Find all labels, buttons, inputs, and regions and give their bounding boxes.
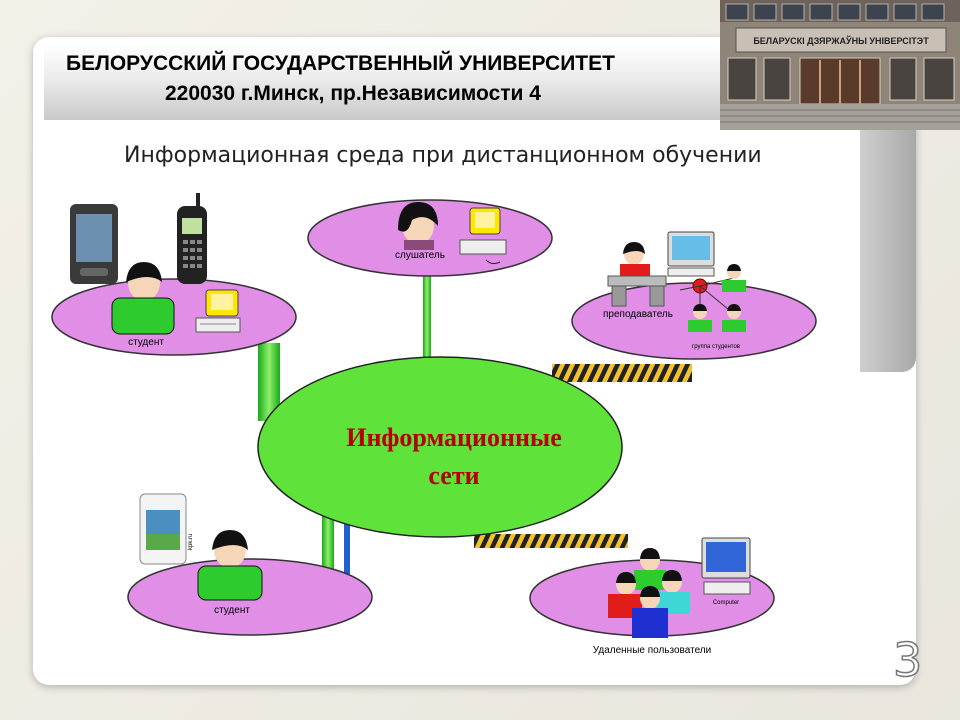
computer-icon-teacher — [667, 231, 715, 277]
photo-sign-text: БЕЛАРУСКІ ДЗЯРЖАЎНЫ УНІВЕРСІТЭТ — [753, 35, 929, 46]
remote-users-label: Удаленные пользователи — [593, 645, 711, 656]
university-title: БЕЛОРУССКИЙ ГОСУДАРСТВЕННЫЙ УНИВЕРСИТЕТ — [66, 52, 615, 75]
university-building-photo: БЕЛАРУСКІ ДЗЯРЖАЎНЫ УНІВЕРСІТЭТ — [720, 0, 960, 130]
link-bottom-right — [474, 534, 628, 548]
link-top — [423, 274, 431, 364]
teacher-label: преподаватель — [603, 309, 673, 320]
center-ellipse — [257, 356, 623, 538]
slide-number: 3 — [892, 632, 923, 688]
student-bottom-label: студент — [214, 605, 250, 616]
mobile-phone-icon — [177, 193, 207, 284]
computer-icon-student-top — [195, 289, 241, 333]
student-bottom-person-icon — [197, 530, 263, 601]
link-top-right — [552, 364, 692, 382]
center-label-line2: сети — [428, 461, 479, 490]
listener-person-icon — [398, 202, 438, 250]
student-group-network-icon — [679, 264, 746, 332]
group-label: группа студентов — [692, 344, 740, 350]
student-top-label: студент — [128, 337, 164, 348]
center-label-line1: Информационные — [346, 423, 562, 452]
link-bottom-left-blue — [344, 520, 350, 574]
listener-label: слушатель — [395, 250, 445, 261]
pda-icon — [70, 204, 118, 284]
pda-icon-bottom: kpk.ru — [139, 493, 194, 565]
university-address: 220030 г.Минск, пр.Независимости 4 — [165, 82, 541, 105]
link-top-left — [258, 343, 280, 421]
teacher-person-icon — [620, 242, 650, 278]
computer-icon-listener — [459, 207, 507, 265]
diagram-subtitle: Информационная среда при дистанционном о… — [124, 143, 762, 168]
side-decoration — [860, 120, 916, 372]
computer-icon-remote — [701, 537, 751, 595]
pda-text: kpk.ru — [188, 534, 194, 550]
remote-users-group-icon — [608, 548, 690, 638]
computer-label: Computer — [713, 600, 739, 606]
student-top-person-icon — [111, 262, 175, 335]
teacher-desk-icon — [607, 275, 667, 307]
link-bottom-left-green — [322, 512, 334, 570]
